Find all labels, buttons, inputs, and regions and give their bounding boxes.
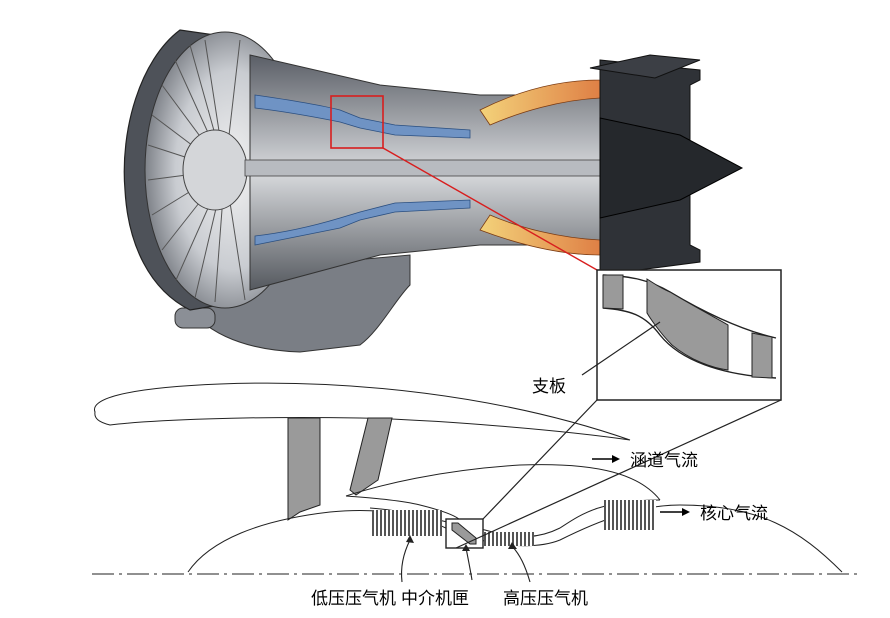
- bypass-flow-arrowhead: [612, 455, 620, 463]
- lp-compressor-pointer: [401, 539, 411, 583]
- turbine-stages: [604, 500, 656, 530]
- core-cowl-outline: [345, 464, 661, 501]
- lp-pointer-head: [406, 535, 414, 543]
- strut-label: 支板: [532, 377, 566, 397]
- hp-compressor-label: 高压压气机: [503, 589, 588, 609]
- flowpath-schematic: [92, 382, 858, 575]
- hp-compressor-pointer: [511, 545, 531, 583]
- hp-pointer-head: [508, 542, 517, 549]
- core-flow-label: 核心气流: [700, 504, 768, 524]
- core-flow-arrowhead: [682, 508, 690, 516]
- intermediate-case-strut: [451, 522, 477, 545]
- intermediate-case-pointer: [465, 547, 473, 581]
- zoom-hp-first-stage: [751, 332, 773, 379]
- nacelle-outline: [93, 382, 631, 441]
- zoom-connector-red: [382, 147, 598, 271]
- lp-compressor-stages: [372, 510, 442, 536]
- fan-blade-schematic: [287, 417, 321, 521]
- zoom-lp-last-stage: [602, 274, 624, 310]
- ic-pointer-head: [462, 544, 470, 551]
- hp-compressor-stages: [484, 532, 534, 546]
- zoom-strut: [646, 278, 729, 371]
- zoom-connector-black: [455, 399, 782, 549]
- main-shaft: [244, 159, 606, 177]
- fan-ogv-schematic: [349, 417, 393, 496]
- lp-compressor-label: 低压压气机: [311, 589, 396, 609]
- accessory-pipe: [174, 307, 216, 329]
- spinner: [182, 129, 248, 211]
- compressor-flowpath-upper: [254, 94, 471, 139]
- strut-detail-marker: [330, 95, 384, 149]
- zoom-lower-wall: [602, 307, 777, 379]
- pylon-mount: [589, 54, 701, 79]
- compressor-flowpath-lower: [254, 199, 471, 246]
- exhaust-cone: [599, 117, 744, 219]
- strut-pointer: [581, 321, 661, 376]
- strut-zoom-box: [596, 269, 782, 401]
- splitter-line: [345, 495, 461, 521]
- annotations: 支板 涵道气流 核心气流 低压压气机 中介机匣 高压压气机: [311, 321, 768, 609]
- intermediate-case-label: 中介机匣: [401, 589, 469, 609]
- bypass-flow-label: 涵道气流: [630, 451, 698, 471]
